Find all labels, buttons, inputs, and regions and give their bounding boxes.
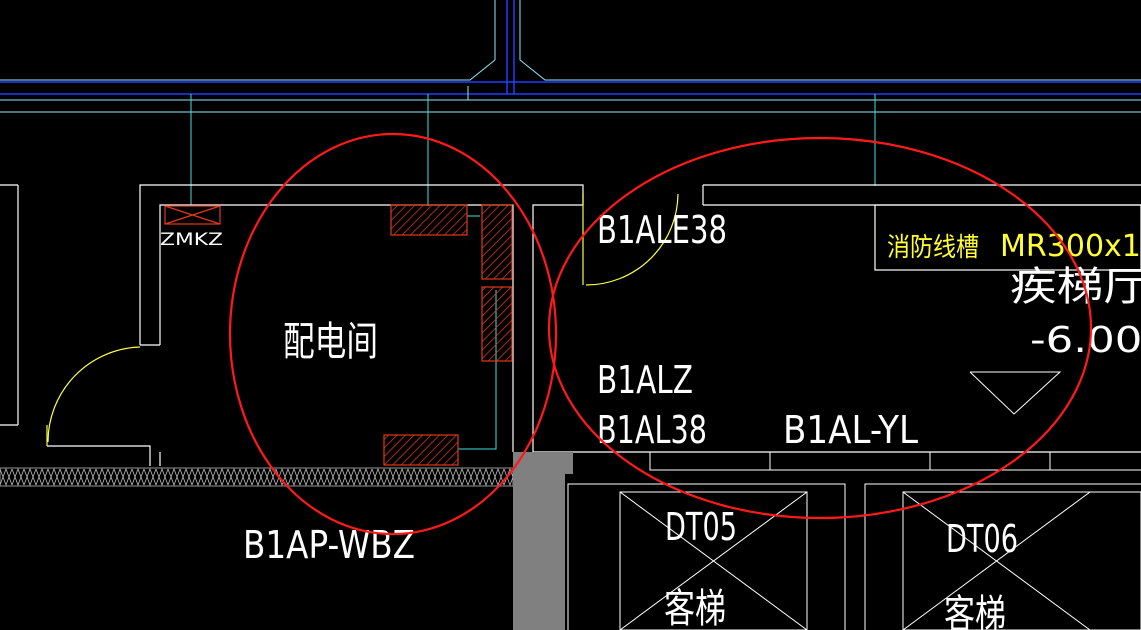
elevation-marker (969, 371, 1062, 415)
markup-circle-elevator-hall (547, 136, 1093, 520)
elevator-dt05-type: 客梯 (664, 586, 726, 630)
elevator-dt05-id: DT05 (665, 505, 737, 549)
bus-trunk-lines (0, 0, 1141, 95)
elevator-hall-label: 疾梯厅 (1010, 264, 1141, 310)
elevator-dt06-id: DT06 (946, 517, 1018, 561)
circuit-b1ale38: B1ALE38 (597, 208, 727, 252)
circuit-b1al-yl: B1AL-YL (783, 408, 918, 452)
panel-right-upper (481, 204, 513, 280)
panel-top (390, 204, 468, 236)
cable-drops (190, 94, 876, 450)
door-swings (46, 193, 679, 446)
circuit-b1al38: B1AL38 (597, 408, 707, 452)
panel-right-lower (481, 286, 513, 362)
circuit-b1alz: B1ALZ (597, 358, 693, 402)
markup-circle-distribution-room (228, 132, 558, 536)
panel-zmkz-label: ZMKZ (160, 230, 223, 250)
bus-riser-pale (0, 0, 1141, 113)
room-walls (0, 184, 1141, 466)
room-label: 配电间 (283, 319, 378, 365)
mr-trough-label: MR300x10 (1000, 229, 1141, 264)
panel-bottom (383, 434, 459, 466)
equipment-panels (164, 204, 513, 466)
shaft-wall (513, 452, 573, 630)
markup-circles (228, 132, 1093, 536)
elevator-dt06-type: 客梯 (944, 592, 1006, 630)
panel-zmkz (164, 205, 221, 225)
wall-hatch-strip (0, 467, 514, 487)
fire-trough-label: 消防线槽 (887, 233, 979, 263)
elevation-label: -6.000 (1030, 320, 1141, 361)
circuit-b1ap-wbz: B1AP-WBZ (243, 523, 415, 567)
